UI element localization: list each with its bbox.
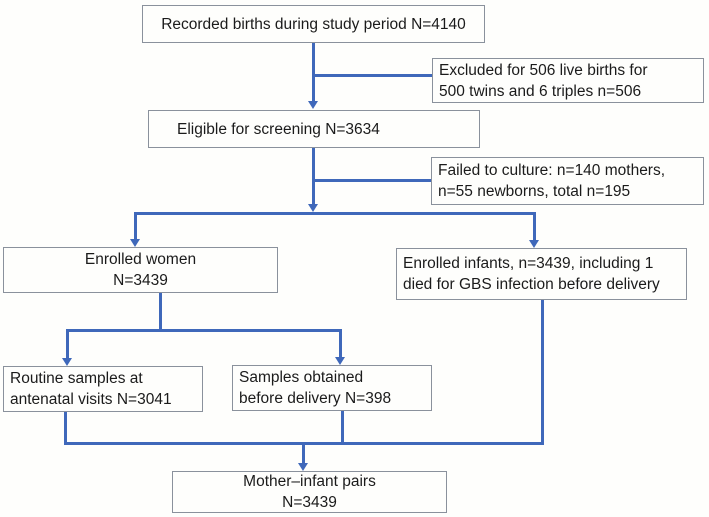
arrowhead-onto-split-bar <box>308 204 318 212</box>
node-mother-infant-pairs: Mother–infant pairs N=3439 <box>172 471 447 513</box>
connector-routine-to-collector <box>64 412 67 445</box>
node-infants-line1: Enrolled infants, n=3439, including 1 <box>403 255 654 272</box>
arrowhead-into-infants <box>529 240 539 248</box>
arrowhead-into-eligible <box>308 101 318 109</box>
node-routine-samples: Routine samples at antenatal visits N=30… <box>3 366 203 412</box>
connector-split-to-samples <box>339 329 342 358</box>
node-excluded-line2: 500 twins and 6 triples n=506 <box>439 82 642 100</box>
node-failed-line2: n=55 newborns, total n=195 <box>438 183 631 200</box>
node-eligible-text: Eligible for screening N=3634 <box>177 120 380 138</box>
connector-branch-to-failed-culture <box>312 179 431 182</box>
arrowhead-into-women <box>130 239 140 247</box>
arrowhead-into-pairs <box>298 463 308 471</box>
node-enrolled-women: Enrolled women N=3439 <box>3 247 278 293</box>
arrowhead-into-routine <box>62 358 72 366</box>
node-samples-before-delivery: Samples obtained before delivery N=398 <box>232 365 432 411</box>
connector-split-to-women <box>134 212 137 240</box>
node-routine-line1: Routine samples at <box>10 370 143 387</box>
connector-recorded-to-eligible <box>312 43 315 102</box>
connector-eligible-to-split <box>312 148 315 205</box>
split-bar-routine-samples <box>66 329 342 332</box>
split-bar-women-infants <box>134 212 536 215</box>
node-recorded-births: Recorded births during study period N=41… <box>142 5 485 43</box>
connector-branch-to-excluded <box>312 74 432 77</box>
node-routine-line2: antenatal visits N=3041 <box>10 391 172 408</box>
node-eligible-screening: Eligible for screening N=3634 <box>148 110 480 148</box>
connector-women-to-split <box>159 293 162 332</box>
node-excluded-line1: Excluded for 506 live births for <box>439 61 648 79</box>
connector-infants-to-collector <box>541 300 544 445</box>
connector-collector-to-pairs <box>302 442 305 464</box>
connector-split-to-routine <box>66 329 69 359</box>
connector-split-to-infants <box>533 212 536 241</box>
node-samples-line2: before delivery N=398 <box>239 390 392 407</box>
node-failed-culture: Failed to culture: n=140 mothers, n=55 n… <box>431 157 704 205</box>
node-recorded-births-text: Recorded births during study period N=41… <box>161 15 466 33</box>
node-excluded-twins-triples: Excluded for 506 live births for 500 twi… <box>432 58 704 103</box>
arrowhead-into-samples <box>335 357 345 365</box>
connector-samples-to-collector <box>341 411 344 445</box>
node-women-line1: Enrolled women <box>84 251 197 268</box>
node-pairs-line1: Mother–infant pairs <box>243 473 376 490</box>
node-failed-line1: Failed to culture: n=140 mothers, <box>438 162 666 179</box>
node-infants-line2: died for GBS infection before delivery <box>403 276 660 293</box>
node-enrolled-infants: Enrolled infants, n=3439, including 1 di… <box>396 248 687 300</box>
node-women-line2: N=3439 <box>113 272 168 289</box>
node-samples-line1: Samples obtained <box>239 369 364 386</box>
node-pairs-line2: N=3439 <box>282 494 337 511</box>
